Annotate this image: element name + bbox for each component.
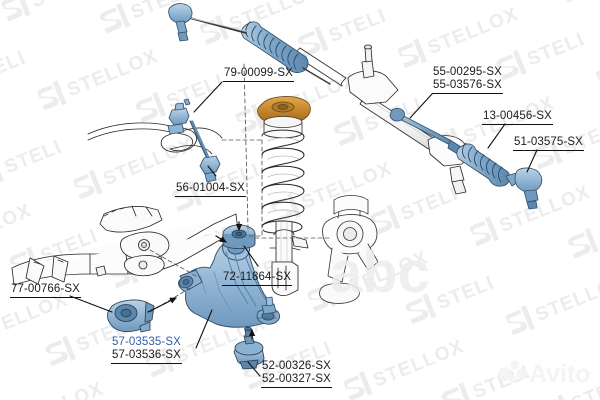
avito-watermark: Avito [498, 360, 591, 388]
front-subframe [11, 205, 239, 286]
steering-rack-boot-right [456, 142, 511, 187]
label-leader-lines [69, 81, 538, 377]
part-number-text: 79-00099-SX [224, 67, 293, 79]
part-number-text-highlighted: 57-03535-SX [112, 336, 181, 348]
part-number-text: 51-03575-SX [514, 136, 583, 148]
stabilizer-bar [87, 122, 223, 155]
label-55-00295-sx: 55-00295-SX 55-03576-SX [432, 66, 503, 94]
part-number-text: 52-00326-SX [262, 360, 331, 372]
strut-with-coil-spring [257, 96, 311, 296]
part-number-text-alt: 57-03536-SX [112, 349, 181, 361]
steering-rack [294, 44, 473, 195]
label-79-00099-sx: 79-00099-SX [223, 67, 294, 82]
svg-text:abc: abc [330, 240, 430, 305]
steering-knuckle [319, 195, 379, 304]
label-72-11864-sx: 72-11864-SX [222, 271, 293, 286]
control-arm-front-bushing [107, 299, 155, 333]
label-51-03575-sx: 51-03575-SX [513, 136, 584, 151]
part-number-text: 56-01004-SX [176, 182, 245, 194]
label-77-00766-sx: 77-00766-SX [10, 283, 81, 298]
ball-joint-on-arm [261, 296, 277, 315]
label-13-00456-sx: 13-00456-SX [482, 110, 553, 125]
stabilizer-link [167, 98, 221, 183]
part-number-text-alt: 52-00327-SX [262, 373, 331, 385]
part-number-text: 55-00295-SX [433, 66, 502, 78]
assembly-arrows [147, 221, 256, 339]
part-number-text: 13-00456-SX [483, 110, 552, 122]
label-56-01004-sx: 56-01004-SX [175, 182, 246, 197]
outer-tie-rod-end [505, 167, 543, 210]
steering-rack-boot-left [168, 3, 331, 85]
part-number-text: 72-11864-SX [223, 271, 292, 283]
svg-text:Avito: Avito [529, 360, 591, 388]
label-57-03535-sx: 57-03535-SX 57-03536-SX [111, 336, 182, 364]
inner-tie-rod [389, 107, 467, 159]
part-number-text-alt: 55-03576-SX [433, 79, 502, 91]
ghost-text-watermark: abc [330, 240, 430, 305]
label-52-00326-sx: 52-00326-SX 52-00327-SX [261, 360, 332, 388]
part-number-text: 77-00766-SX [11, 283, 80, 295]
